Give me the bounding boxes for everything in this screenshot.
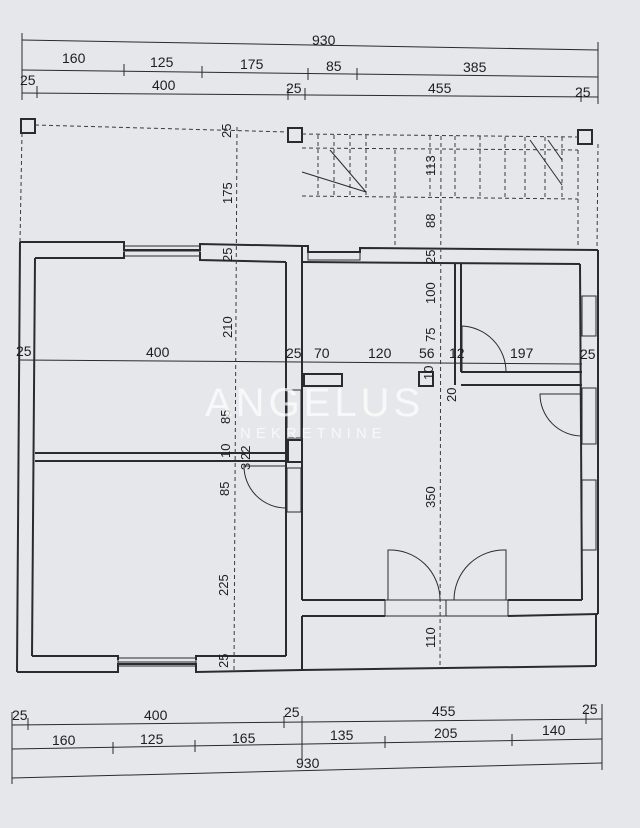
hdim-56: 56 — [419, 345, 435, 361]
hdim-left-wall: 25 — [16, 343, 32, 359]
bottom-dim-125: 125 — [140, 731, 164, 747]
vdim-225: 225 — [216, 574, 231, 596]
corner-pillar-left — [20, 118, 36, 134]
top-total-dim: 930 — [312, 32, 336, 48]
vdim-88: 88 — [423, 214, 438, 228]
vdim-20: 20 — [444, 388, 459, 402]
hdim-right-wall: 25 — [580, 346, 596, 362]
bottom-dim-25a: 25 — [12, 707, 28, 723]
bottom-dim-400: 400 — [144, 707, 168, 723]
hdim-mid-wall: 25 — [286, 345, 302, 361]
bottom-dimension-lines — [11, 704, 603, 784]
top-dim-25c: 25 — [575, 84, 591, 100]
vdim-113: 113 — [423, 155, 438, 176]
vdim-10: 10 — [218, 444, 233, 458]
hdim-3: 3 — [238, 463, 253, 470]
terrace-outline — [19, 118, 599, 249]
interior-walls — [35, 264, 582, 463]
top-dim-85: 85 — [326, 58, 342, 74]
vdim-85-upper: 85 — [218, 410, 233, 424]
vdim-75: 75 — [423, 328, 438, 342]
vdim-25-bottom: 25 — [216, 654, 231, 668]
top-dim-175: 175 — [240, 56, 264, 72]
vdim-110: 110 — [423, 627, 438, 648]
hdim-12: 12 — [449, 345, 465, 361]
bottom-dim-205: 205 — [434, 725, 458, 741]
vdim-25-top: 25 — [219, 124, 234, 138]
windows — [117, 245, 597, 667]
bottom-total-dim: 930 — [296, 755, 320, 771]
hdim-197: 197 — [510, 345, 534, 361]
vdim-175: 175 — [220, 182, 235, 204]
top-dim-385: 385 — [463, 59, 487, 75]
vdim-85-lower: 85 — [217, 482, 232, 496]
hdim-70: 70 — [314, 345, 330, 361]
bottom-dim-25c: 25 — [582, 701, 598, 717]
interior-dimension-lines — [19, 126, 583, 671]
vdim-210: 210 — [220, 316, 235, 338]
hdim-left-room: 400 — [146, 344, 170, 360]
vdim-100: 100 — [423, 282, 438, 304]
vdim-350: 350 — [423, 486, 438, 508]
top-dim-455: 455 — [428, 80, 452, 96]
bottom-dim-165: 165 — [232, 730, 256, 746]
watermark-subtitle: NEKRETNINE — [240, 425, 387, 442]
staircase — [301, 135, 563, 198]
watermark-brand: ANGELUS — [205, 381, 424, 425]
top-dim-160: 160 — [62, 50, 86, 66]
hdim-120: 120 — [368, 345, 392, 361]
bottom-dim-140: 140 — [542, 722, 566, 738]
column-block — [418, 371, 434, 387]
bottom-dim-455: 455 — [432, 703, 456, 719]
top-dim-25a: 25 — [20, 72, 36, 88]
vdim-25-second: 25 — [220, 248, 235, 262]
wall-post — [287, 439, 303, 463]
vdim-10-right: 10 — [421, 366, 436, 380]
top-dim-125: 125 — [150, 54, 174, 70]
top-dimension-lines — [21, 33, 599, 104]
niche-block — [303, 373, 343, 387]
bottom-dim-25b: 25 — [284, 704, 300, 720]
hdim-22: 22 — [238, 446, 253, 460]
bottom-dim-135: 135 — [330, 727, 354, 743]
bottom-dim-160: 160 — [52, 732, 76, 748]
corner-pillar-mid — [287, 127, 303, 143]
top-dim-25b: 25 — [286, 80, 302, 96]
top-dim-400: 400 — [152, 77, 176, 93]
vdim-25-right: 25 — [423, 250, 438, 264]
exterior-walls — [16, 241, 599, 674]
